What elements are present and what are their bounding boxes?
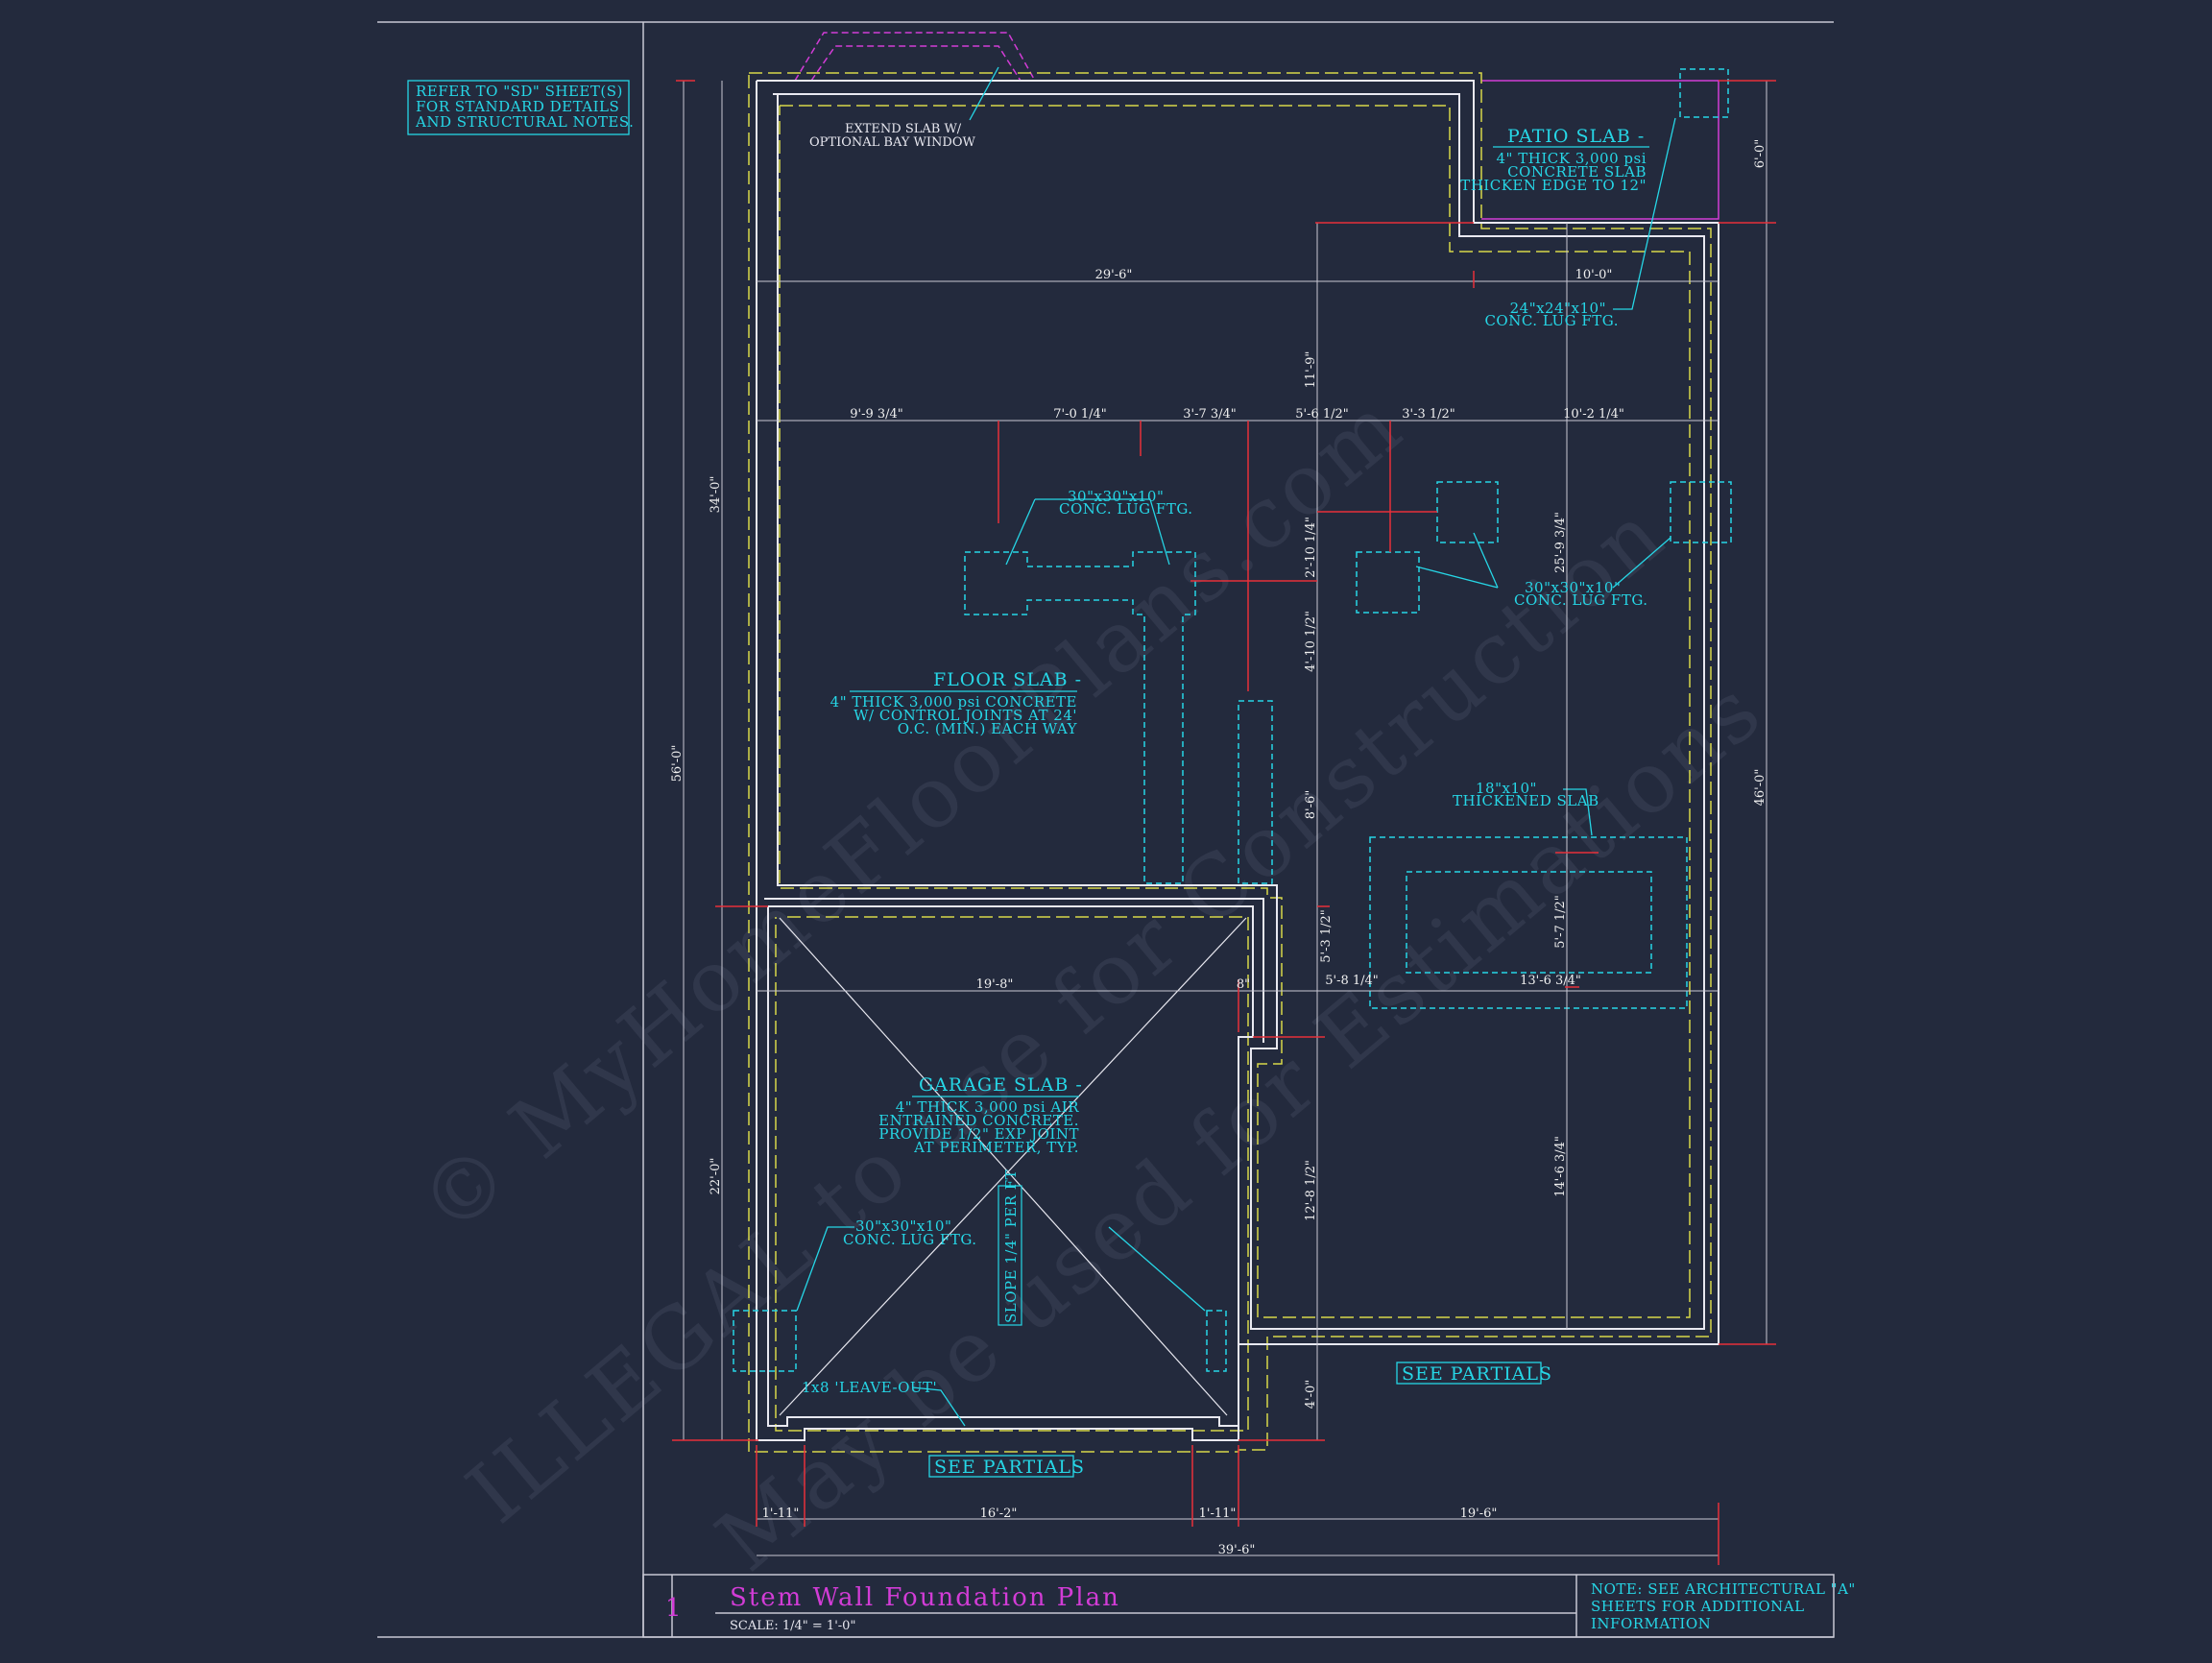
bay-window-outline — [794, 32, 1036, 82]
bay-window-callout: EXTEND SLAB W/ OPTIONAL BAY WINDOW — [809, 122, 975, 150]
garage-x-lines — [779, 917, 1247, 1416]
dim-row2-d: 5'-6 1/2" — [1295, 407, 1349, 422]
leader-lines — [796, 66, 1676, 1427]
arch-note-line-2: SHEETS FOR ADDITIONAL — [1591, 1598, 1805, 1615]
horizontal-dimensions: 29'-6" 10'-0" 9'-9 3/4" 7'-0 1/4" 3'-7 3… — [762, 268, 1624, 1557]
footing-30-a-callout: 30"x30"x10" CONC. LUG FTG. — [1059, 488, 1193, 518]
leave-out-label: 1x8 'LEAVE-OUT' — [802, 1379, 937, 1396]
floor-slab-title: FLOOR SLAB - — [933, 669, 1082, 690]
dim-v-8-6: 8'-6" — [1304, 790, 1318, 820]
dim-bot-16-2: 16'-2" — [980, 1506, 1018, 1521]
see-partials-2-text: SEE PARTIALS — [1402, 1363, 1552, 1385]
patio-note-3: THICKEN EDGE TO 12" — [1460, 177, 1647, 194]
thickened-line-1: 18"x10" — [1476, 780, 1537, 797]
garage-slab-label: GARAGE SLAB - 4" THICK 3,000 psi AIR ENT… — [878, 1074, 1083, 1156]
garage-note-3: PROVIDE 1/2" EXP JOINT — [878, 1125, 1079, 1143]
slope-label: SLOPE 1/4" PER FT — [998, 1169, 1022, 1326]
dim-left-34-0: 34'-0" — [709, 476, 723, 514]
bay-note-1: EXTEND SLAB W/ — [845, 122, 962, 136]
footing-30-c-callout: 30"x30"x10" CONC. LUG FTG. — [843, 1217, 977, 1248]
dim-mid-5-8: 5'-8 1/4" — [1325, 974, 1379, 988]
dim-row2-c: 3'-7 3/4" — [1183, 407, 1237, 422]
patio-outline — [1481, 80, 1719, 220]
dim-garage-8: 8" — [1237, 977, 1250, 992]
dim-bot-1-11-a: 1'-11" — [762, 1506, 800, 1521]
see-partials-2: SEE PARTIALS — [1396, 1362, 1552, 1385]
title-block: 1 Stem Wall Foundation Plan SCALE: 1/4" … — [665, 1583, 1120, 1633]
see-partials-1-text: SEE PARTIALS — [934, 1457, 1085, 1478]
patio-slab-title: PATIO SLAB - — [1507, 126, 1645, 147]
ftg30b-line-1: 30"x30"x10" — [1525, 579, 1621, 596]
sheet-scale: SCALE: 1/4" = 1'-0" — [730, 1619, 855, 1633]
dim-v-4-10: 4'-10 1/2" — [1304, 611, 1318, 672]
ftg30c-line-1: 30"x30"x10" — [855, 1217, 951, 1235]
dim-top-29-6: 29'-6" — [1095, 268, 1133, 282]
thickened-line-2: THICKENED SLAB — [1453, 792, 1599, 809]
dim-bot-1-11-b: 1'-11" — [1199, 1506, 1237, 1521]
garage-note-2: ENTRAINED CONCRETE. — [878, 1112, 1079, 1129]
dim-left-56-0: 56'-0" — [670, 745, 685, 783]
sheet-number: 1 — [665, 1594, 682, 1623]
slope-text: SLOPE 1/4" PER FT — [1002, 1169, 1020, 1323]
arch-note-line-1: NOTE: SEE ARCHITECTURAL "A" — [1591, 1580, 1856, 1598]
refer-note-line-2: FOR STANDARD DETAILS — [416, 98, 619, 115]
arch-note: NOTE: SEE ARCHITECTURAL "A" SHEETS FOR A… — [1591, 1580, 1856, 1632]
dim-row2-a: 9'-9 3/4" — [850, 407, 903, 422]
ftg24-line-1: 24"x24"x10" — [1510, 300, 1606, 317]
floor-note-2: W/ CONTROL JOINTS AT 24' — [854, 707, 1077, 724]
dim-top-10-0: 10'-0" — [1575, 268, 1613, 282]
footing-dashed-outline — [748, 72, 1712, 1453]
dim-v-11-9: 11'-9" — [1304, 351, 1318, 389]
sheet-title: Stem Wall Foundation Plan — [730, 1583, 1120, 1612]
sheet-frame — [377, 21, 1835, 1638]
dim-left-22-0: 22'-0" — [709, 1158, 723, 1195]
ftg24-line-2: CONC. LUG FTG. — [1484, 312, 1619, 329]
refer-note-line-3: AND STRUCTURAL NOTES. — [415, 113, 634, 131]
vertical-dimensions: 56'-0" 34'-0" 22'-0" 6'-0" 46'-0" 11'-9"… — [670, 139, 1767, 1410]
dim-v-2-10: 2'-10 1/4" — [1304, 517, 1318, 578]
ftg30a-line-2: CONC. LUG FTG. — [1059, 500, 1193, 518]
patio-note-1: 4" THICK 3,000 psi — [1497, 150, 1647, 167]
refer-note-line-1: REFER TO "SD" SHEET(S) — [416, 83, 623, 100]
dim-v-4-0: 4'-0" — [1304, 1380, 1318, 1410]
dim-v-5-3: 5'-3 1/2" — [1319, 909, 1334, 963]
dim-bot-19-6: 19'-6" — [1460, 1506, 1498, 1521]
dimension-lines — [683, 81, 1767, 1556]
dim-bot-39-6: 39'-6" — [1218, 1543, 1256, 1557]
dim-garage-19-8: 19'-8" — [976, 977, 1014, 992]
dim-row2-b: 7'-0 1/4" — [1053, 407, 1107, 422]
patio-slab-label: PATIO SLAB - 4" THICK 3,000 psi CONCRETE… — [1460, 126, 1649, 194]
dim-right-46-0: 46'-0" — [1753, 769, 1767, 807]
footing-24-callout: 24"x24"x10" CONC. LUG FTG. — [1484, 300, 1619, 329]
dim-v-12-8: 12'-8 1/2" — [1304, 1160, 1318, 1221]
footing-30-b-callout: 30"x30"x10" CONC. LUG FTG. — [1514, 579, 1648, 609]
floor-slab-label: FLOOR SLAB - 4" THICK 3,000 psi CONCRETE… — [830, 669, 1082, 737]
refer-note-box: REFER TO "SD" SHEET(S) FOR STANDARD DETA… — [407, 80, 634, 135]
ftg30b-line-2: CONC. LUG FTG. — [1514, 591, 1648, 609]
ftg30a-line-1: 30"x30"x10" — [1068, 488, 1164, 505]
floor-note-1: 4" THICK 3,000 psi CONCRETE — [830, 693, 1077, 711]
ftg30c-line-2: CONC. LUG FTG. — [843, 1231, 977, 1248]
garage-note-4: AT PERIMETER, TYP. — [913, 1139, 1079, 1156]
dim-v-14-6: 14'-6 3/4" — [1553, 1136, 1568, 1197]
dim-row2-f: 10'-2 1/4" — [1563, 407, 1624, 422]
see-partials-1: SEE PARTIALS — [928, 1455, 1085, 1478]
dim-mid-13-6: 13'-6 3/4" — [1520, 974, 1581, 988]
dimension-ticks — [672, 80, 1776, 1565]
dim-right-6-0: 6'-0" — [1753, 139, 1767, 169]
arch-note-line-3: INFORMATION — [1591, 1615, 1711, 1632]
garage-slab-title: GARAGE SLAB - — [919, 1074, 1083, 1096]
bay-note-2: OPTIONAL BAY WINDOW — [809, 135, 975, 150]
dim-row2-e: 3'-3 1/2" — [1402, 407, 1455, 422]
patio-note-2: CONCRETE SLAB — [1507, 163, 1647, 181]
dim-v-25-9: 25'-9 3/4" — [1553, 512, 1568, 573]
dim-v-5-7: 5'-7 1/2" — [1553, 895, 1568, 949]
thickened-slab-callout: 18"x10" THICKENED SLAB — [1453, 780, 1599, 809]
garage-note-1: 4" THICK 3,000 psi AIR — [896, 1098, 1080, 1116]
floor-note-3: O.C. (MIN.) EACH WAY — [898, 720, 1078, 737]
